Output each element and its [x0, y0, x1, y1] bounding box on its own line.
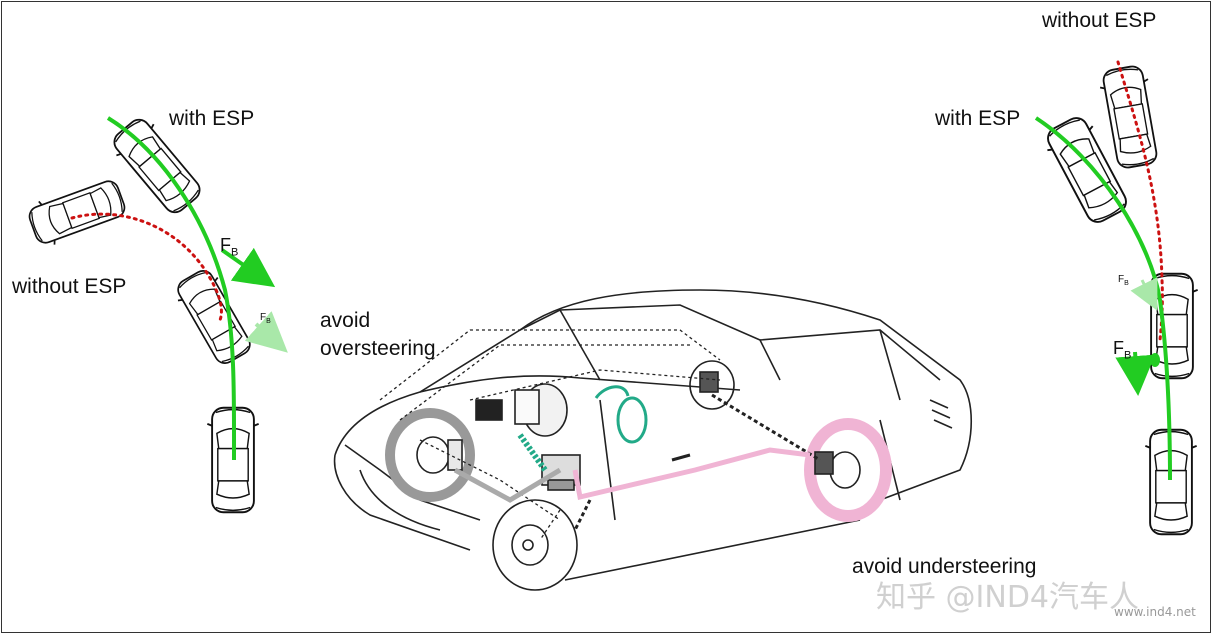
front-wheel-brake	[390, 413, 470, 497]
car-top-view	[1097, 64, 1162, 170]
front-wheel	[493, 500, 577, 590]
label-without-esp-right: without ESP	[1042, 8, 1156, 34]
force-label: FB	[1118, 274, 1129, 290]
label-avoid-oversteering-line2: oversteering	[320, 335, 436, 363]
label-without-esp-left: without ESP	[12, 274, 126, 300]
label-avoid-oversteering-line1: avoid	[320, 307, 436, 335]
force-label: FB	[1113, 335, 1131, 369]
force-label: FB	[260, 312, 271, 328]
force-subscript: B	[1124, 280, 1129, 287]
understeer-brake-line	[575, 450, 810, 497]
rear-wheel	[690, 361, 734, 409]
ecu-module	[476, 400, 502, 420]
rear-wheel-brake	[810, 424, 886, 516]
brake-booster	[515, 384, 567, 436]
watermark-text: 知乎 @IND4汽车人	[876, 572, 1139, 616]
right-scenario	[1036, 62, 1198, 534]
label-with-esp-right: with ESP	[935, 106, 1020, 132]
force-subscript: B	[266, 318, 271, 325]
car-top-view	[171, 265, 258, 369]
left-scenario	[25, 112, 276, 512]
force-symbol: F	[1113, 338, 1124, 358]
force-subscript: B	[1124, 350, 1131, 362]
brake-force-marker	[1150, 353, 1160, 367]
force-label: FB	[220, 232, 238, 266]
watermark-url: www.ind4.net	[1114, 605, 1196, 619]
car-top-view	[25, 174, 129, 249]
force-symbol: F	[220, 235, 231, 255]
force-subscript: B	[231, 247, 238, 259]
label-avoid-oversteering: avoid oversteering	[320, 307, 436, 363]
brake-force-arrow	[1135, 352, 1137, 380]
label-with-esp-left: with ESP	[169, 106, 254, 132]
